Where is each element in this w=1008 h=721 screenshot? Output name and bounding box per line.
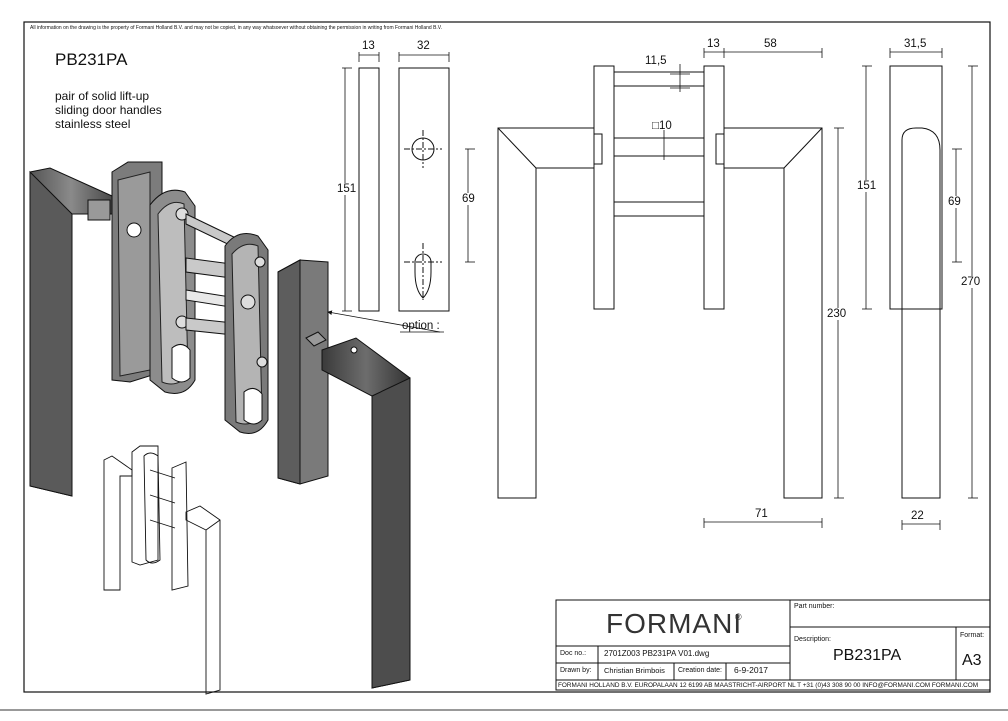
dim-bottom-width: 22 xyxy=(911,510,924,522)
dim-side-rose-height: 151 xyxy=(857,180,877,192)
description-value: PB231PA xyxy=(833,647,902,664)
isometric-exploded-view xyxy=(29,161,444,689)
small-assembly-line-art xyxy=(103,445,221,695)
dim-handle-length: 230 xyxy=(827,308,847,320)
creation-date-value: 6-9-2017 xyxy=(734,665,769,675)
part-number-label: Part number: xyxy=(794,603,835,610)
description-line: sliding door handles xyxy=(55,103,162,117)
dim-rose-height: 151 xyxy=(337,183,357,195)
registered-mark-icon: ® xyxy=(735,612,742,622)
dim-total-height: 270 xyxy=(961,276,981,288)
formani-logo: FORMANI xyxy=(606,608,743,639)
description-label: Description: xyxy=(794,636,831,643)
rose-dimension-lines xyxy=(342,52,475,312)
drawn-by-label: Drawn by: xyxy=(560,667,592,674)
dim-rose-width: 32 xyxy=(417,40,430,52)
rose-front-view xyxy=(398,67,450,312)
dim-rose-thickness: 13 xyxy=(362,40,375,52)
description-line: pair of solid lift-up xyxy=(55,89,150,103)
title-block-frame xyxy=(555,599,991,691)
format-label: Format: xyxy=(960,632,985,639)
handle-front-view xyxy=(889,65,943,499)
dim-handle-grip: 71 xyxy=(755,508,768,520)
product-description: pair of solid lift-up sliding door handl… xyxy=(55,89,162,131)
option-label: option : xyxy=(402,320,440,332)
doc-no-value: 2701Z003 PB231PA V01.dwg xyxy=(604,649,710,658)
dim-side-rose-thickness: 13 xyxy=(707,38,720,50)
dim-hole-spacing: 69 xyxy=(462,193,475,205)
description-line: stainless steel xyxy=(55,117,131,131)
drawn-by-value: Christian Brimbois xyxy=(604,666,665,675)
dim-front-hole-spacing: 69 xyxy=(948,196,961,208)
creation-date-label: Creation date: xyxy=(678,667,722,674)
company-footer: FORMANI HOLLAND B.V. EUROPALAAN 12 6199 … xyxy=(558,682,979,689)
sheet-border xyxy=(23,21,991,693)
dim-front-width: 31,5 xyxy=(904,38,927,50)
dim-handle-projection: 58 xyxy=(764,38,777,50)
rose-side-view xyxy=(358,67,380,312)
doc-no-label: Doc no.: xyxy=(560,650,587,657)
dim-spindle-square: □10 xyxy=(652,120,672,132)
front-view-dimension-lines xyxy=(862,48,978,530)
product-code-title: PB231PA xyxy=(55,50,128,69)
disclaimer-text: All information on the drawing is the pr… xyxy=(30,25,443,31)
side-view-dimension-lines xyxy=(663,48,844,528)
handle-side-view xyxy=(497,65,823,499)
dim-spindle-diameter: 11,5 xyxy=(645,55,667,67)
format-value: A3 xyxy=(962,652,982,669)
